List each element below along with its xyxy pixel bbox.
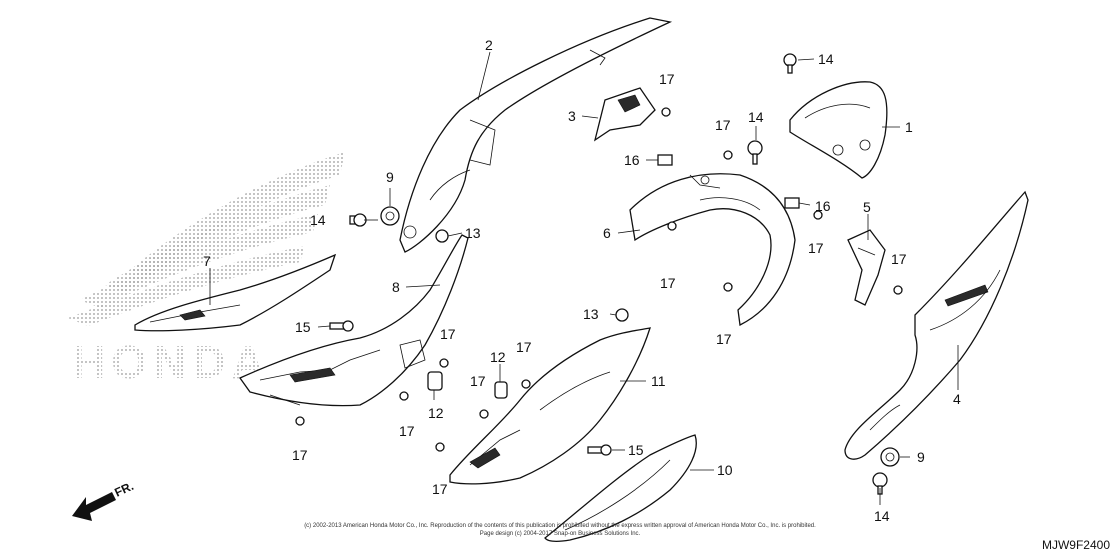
copyright-line-2: Page design (c) 2004-2017 Snap-on Busine…	[479, 531, 641, 537]
part-6-inner-cover	[629, 173, 796, 326]
clip-icon	[784, 197, 800, 209]
callout-6: 6	[603, 225, 611, 241]
arrow-icon	[72, 492, 116, 521]
callouts: 2 1 3 4 5 6 7 8 9 9 10 11 12 12 13 13 14…	[203, 37, 961, 524]
part-1-tail-cover	[789, 81, 888, 179]
screw-icon	[479, 409, 489, 419]
honda-wing-watermark: HONDA	[68, 152, 345, 388]
callout-17: 17	[891, 251, 907, 267]
callout-14: 14	[748, 109, 764, 125]
callout-9: 9	[386, 169, 394, 185]
callout-7: 7	[203, 253, 211, 269]
callout-14: 14	[818, 51, 834, 67]
part-5-bracket	[847, 229, 886, 306]
screw-icon	[521, 379, 531, 389]
callout-3: 3	[568, 108, 576, 124]
grommet-icon	[880, 447, 900, 467]
callout-11: 11	[651, 373, 666, 389]
callout-2: 2	[485, 37, 493, 53]
screw-icon	[813, 210, 823, 220]
callout-17: 17	[516, 339, 532, 355]
screw-icon	[439, 358, 449, 368]
clip-icon	[657, 154, 673, 166]
callout-15: 15	[628, 442, 644, 458]
callout-16: 16	[624, 152, 640, 168]
screw-icon	[435, 442, 445, 452]
bolt-icon	[349, 213, 367, 227]
screw-icon	[661, 107, 671, 117]
callout-1: 1	[905, 119, 913, 135]
clip-icon	[435, 229, 449, 243]
part-8-under-tray	[239, 234, 469, 407]
bolt-icon	[587, 444, 612, 456]
callout-16: 16	[815, 198, 831, 214]
callout-9: 9	[917, 449, 925, 465]
bolt-icon	[783, 53, 797, 74]
callout-15: 15	[295, 319, 311, 335]
callout-8: 8	[392, 279, 400, 295]
bolt-icon	[329, 320, 354, 332]
screw-icon	[723, 150, 733, 160]
part-7-panel	[134, 253, 337, 332]
callout-14: 14	[310, 212, 326, 228]
callout-17: 17	[440, 326, 456, 342]
callout-10: 10	[717, 462, 733, 478]
callout-17: 17	[715, 117, 731, 133]
diagram-code: MJW9F2400	[1041, 538, 1110, 552]
part-2-seat-cowl-strip	[399, 17, 673, 253]
screw-icon	[399, 391, 409, 401]
part-11-fender	[449, 327, 651, 485]
callout-17: 17	[659, 71, 675, 87]
screw-icon	[893, 285, 903, 295]
screw-icon	[723, 282, 733, 292]
callout-12: 12	[490, 349, 506, 365]
part-4-side-cover	[844, 190, 1029, 460]
callout-17: 17	[716, 331, 732, 347]
callout-17: 17	[470, 373, 486, 389]
callout-17: 17	[292, 447, 308, 463]
callout-5: 5	[863, 199, 871, 215]
leader-lines	[209, 51, 959, 505]
bolt-icon	[747, 140, 763, 165]
callout-12: 12	[428, 405, 444, 421]
callout-17: 17	[660, 275, 676, 291]
grommet-icon	[380, 206, 400, 226]
collar-icon	[494, 381, 508, 399]
screw-icon	[295, 416, 305, 426]
callout-17: 17	[399, 423, 415, 439]
callout-14: 14	[874, 508, 890, 524]
callout-13: 13	[465, 225, 481, 241]
clip-icon	[615, 308, 629, 322]
part-3-bracket	[593, 87, 656, 142]
callout-17: 17	[808, 240, 824, 256]
part-10-mudguard	[544, 434, 697, 542]
front-direction-indicator: FR.	[72, 479, 136, 521]
screw-icon	[667, 221, 677, 231]
copyright-line-1: (c) 2002-2013 American Honda Motor Co., …	[304, 523, 816, 529]
collar-icon	[427, 371, 443, 391]
direction-label: FR.	[112, 479, 135, 500]
callout-4: 4	[953, 391, 961, 407]
callout-13: 13	[583, 306, 599, 322]
watermark-text: HONDA	[72, 336, 271, 388]
callout-17: 17	[432, 481, 448, 497]
